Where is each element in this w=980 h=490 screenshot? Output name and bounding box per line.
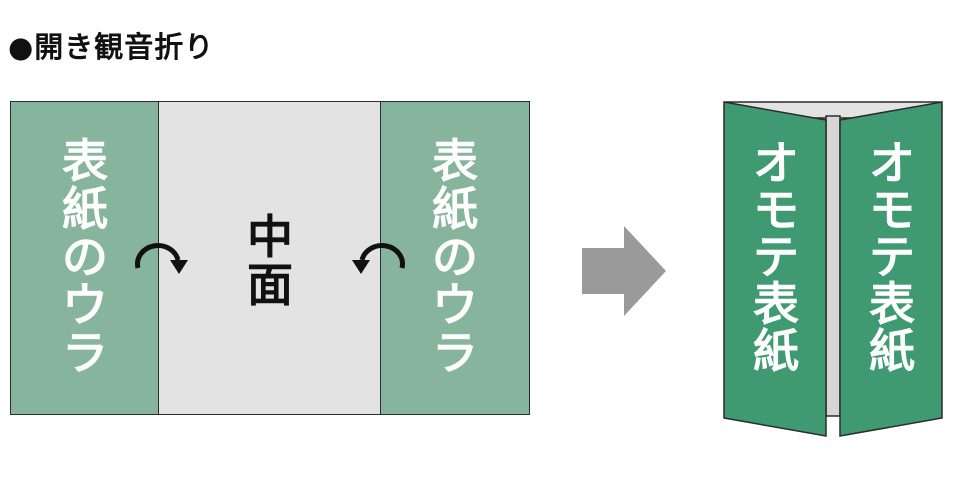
left-flap-panel: 表紙のウラ [10, 101, 160, 415]
vertical-char: ウ [432, 278, 478, 332]
vertical-char: 紙 [432, 182, 478, 236]
vertical-char: の [432, 230, 478, 284]
right-cover-label: オモテ表紙 [840, 140, 944, 374]
vertical-char: 表 [753, 277, 799, 331]
vertical-char: 表 [869, 277, 915, 331]
vertical-char: ラ [432, 326, 478, 380]
vertical-char: ラ [62, 326, 108, 380]
right-cover-label-wrap: オモテ表紙 [840, 130, 944, 400]
vertical-char: の [62, 230, 108, 284]
vertical-char: 紙 [62, 182, 108, 236]
left-cover-label: オモテ表紙 [724, 140, 828, 374]
vertical-char: 表 [432, 134, 478, 188]
right-flap-panel: 表紙のウラ [380, 101, 530, 415]
vertical-char: テ [869, 230, 915, 284]
vertical-char: モ [869, 183, 915, 237]
right-flap-label: 表紙のウラ [381, 138, 529, 376]
fold-curve-arrow-right-icon [352, 243, 405, 274]
diagram-title: ●開き観音折り [8, 30, 215, 64]
folded-booklet [723, 101, 943, 437]
vertical-char: 紙 [753, 324, 799, 378]
left-cover-label-wrap: オモテ表紙 [724, 130, 828, 400]
vertical-char: 表 [62, 134, 108, 188]
transition-arrow-icon [582, 226, 666, 316]
vertical-char: 中 [247, 210, 293, 264]
vertical-char: オ [869, 136, 915, 190]
center-label: 中面 [159, 214, 381, 308]
vertical-char: 紙 [869, 324, 915, 378]
fold-curve-arrow-left-icon [135, 243, 188, 274]
vertical-char: テ [753, 230, 799, 284]
vertical-char: 面 [247, 258, 293, 312]
vertical-char: ウ [62, 278, 108, 332]
vertical-char: モ [753, 183, 799, 237]
vertical-char: オ [753, 136, 799, 190]
left-flap-label: 表紙のウラ [11, 138, 159, 376]
